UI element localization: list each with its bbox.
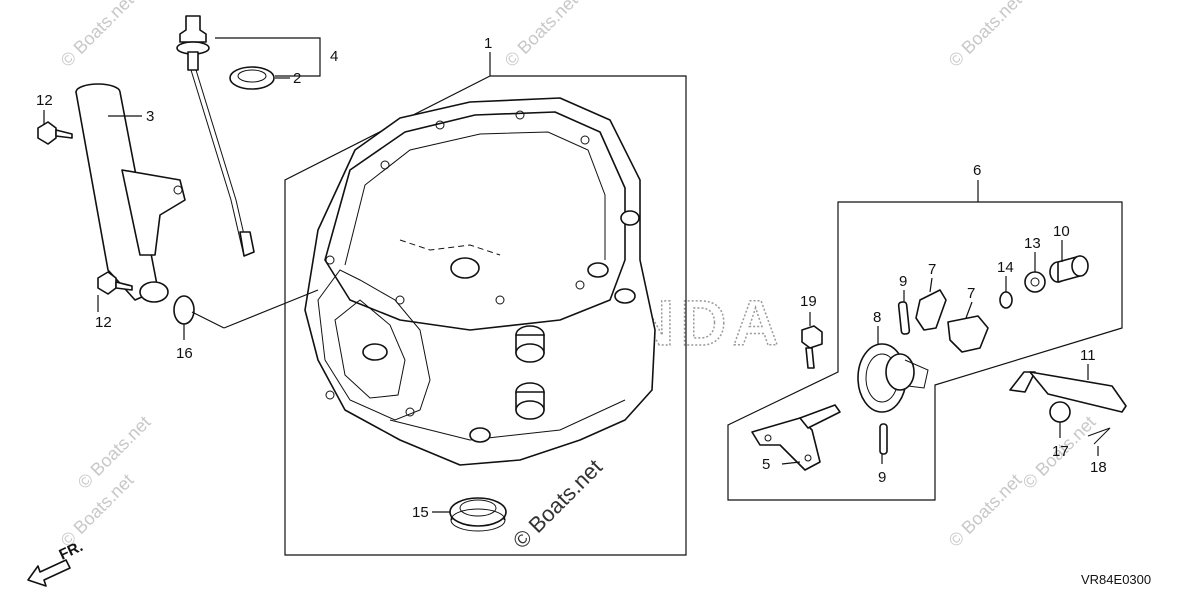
watermark-top-right: © Boats.net: [945, 0, 1026, 71]
o-ring-part-2: [229, 66, 275, 90]
pin-part-9-upper: [897, 301, 911, 335]
pin-part-9-lower: [879, 423, 888, 455]
o-ring-part-16: [173, 295, 195, 325]
group-bracket-4: [215, 37, 321, 77]
watermark-bottom-right: © Boats.net: [945, 470, 1026, 551]
watermark-center: © Boats.net: [508, 454, 607, 553]
governor-gear-part-8: [857, 343, 929, 413]
callout-14: 14: [997, 259, 1014, 276]
group-bracket-6: [727, 180, 1123, 501]
callout-7-right: 7: [967, 285, 975, 302]
callout-19: 19: [800, 293, 817, 310]
oil-seal-part-15: [449, 497, 507, 532]
callout-5: 5: [762, 456, 770, 473]
callout-8: 8: [873, 309, 881, 326]
callout-16: 16: [176, 345, 193, 362]
dipstick-part-4: [176, 15, 255, 257]
callout-9-upper: 9: [899, 273, 907, 290]
bolt-part-12-lower: [97, 271, 133, 295]
callout-12-upper: 12: [36, 92, 53, 109]
governor-shaft-part-11: [1009, 371, 1127, 413]
callout-15: 15: [412, 504, 429, 521]
bolt-part-12-upper: [37, 121, 73, 145]
group-bracket-1: [284, 52, 687, 556]
filler-tube-part-3: [75, 83, 186, 303]
callout-10: 10: [1053, 223, 1070, 240]
sleeve-part-10: [1049, 255, 1089, 283]
callout-17: 17: [1052, 443, 1069, 460]
governor-bracket-part-5: [751, 404, 841, 471]
callout-18: 18: [1090, 459, 1107, 476]
watermark-top-left: © Boats.net: [57, 0, 138, 71]
diagram-code: VR84E0300: [1081, 572, 1151, 587]
washer-part-14: [999, 291, 1013, 309]
callout-9-lower: 9: [878, 469, 886, 486]
clip-part-18: [1087, 427, 1111, 445]
governor-weight-part-7-left: [915, 289, 947, 331]
callout-3: 3: [146, 108, 154, 125]
bolt-part-19: [801, 325, 823, 369]
governor-weight-part-7-right: [947, 315, 989, 353]
callout-labels: 1 4 2 12 3 12 16 15 6 19 8 9 9 7 7 14 13…: [36, 35, 1107, 521]
washer-part-13: [1024, 271, 1046, 293]
front-direction-indicator: FR.: [27, 538, 86, 587]
callout-4: 4: [330, 48, 338, 65]
leader-lines: [43, 77, 1099, 513]
watermark-top-center: © Boats.net: [501, 0, 582, 71]
callout-11: 11: [1080, 347, 1096, 364]
front-arrow-icon: [27, 559, 71, 587]
crankcase-cover-part-1: [304, 97, 656, 466]
callout-6: 6: [973, 162, 981, 179]
callout-7-left: 7: [928, 261, 936, 278]
washer-part-17: [1049, 401, 1071, 423]
callout-12-lower: 12: [95, 314, 112, 331]
callout-1: 1: [484, 35, 492, 52]
callout-13: 13: [1024, 235, 1041, 252]
callout-2: 2: [293, 70, 301, 87]
